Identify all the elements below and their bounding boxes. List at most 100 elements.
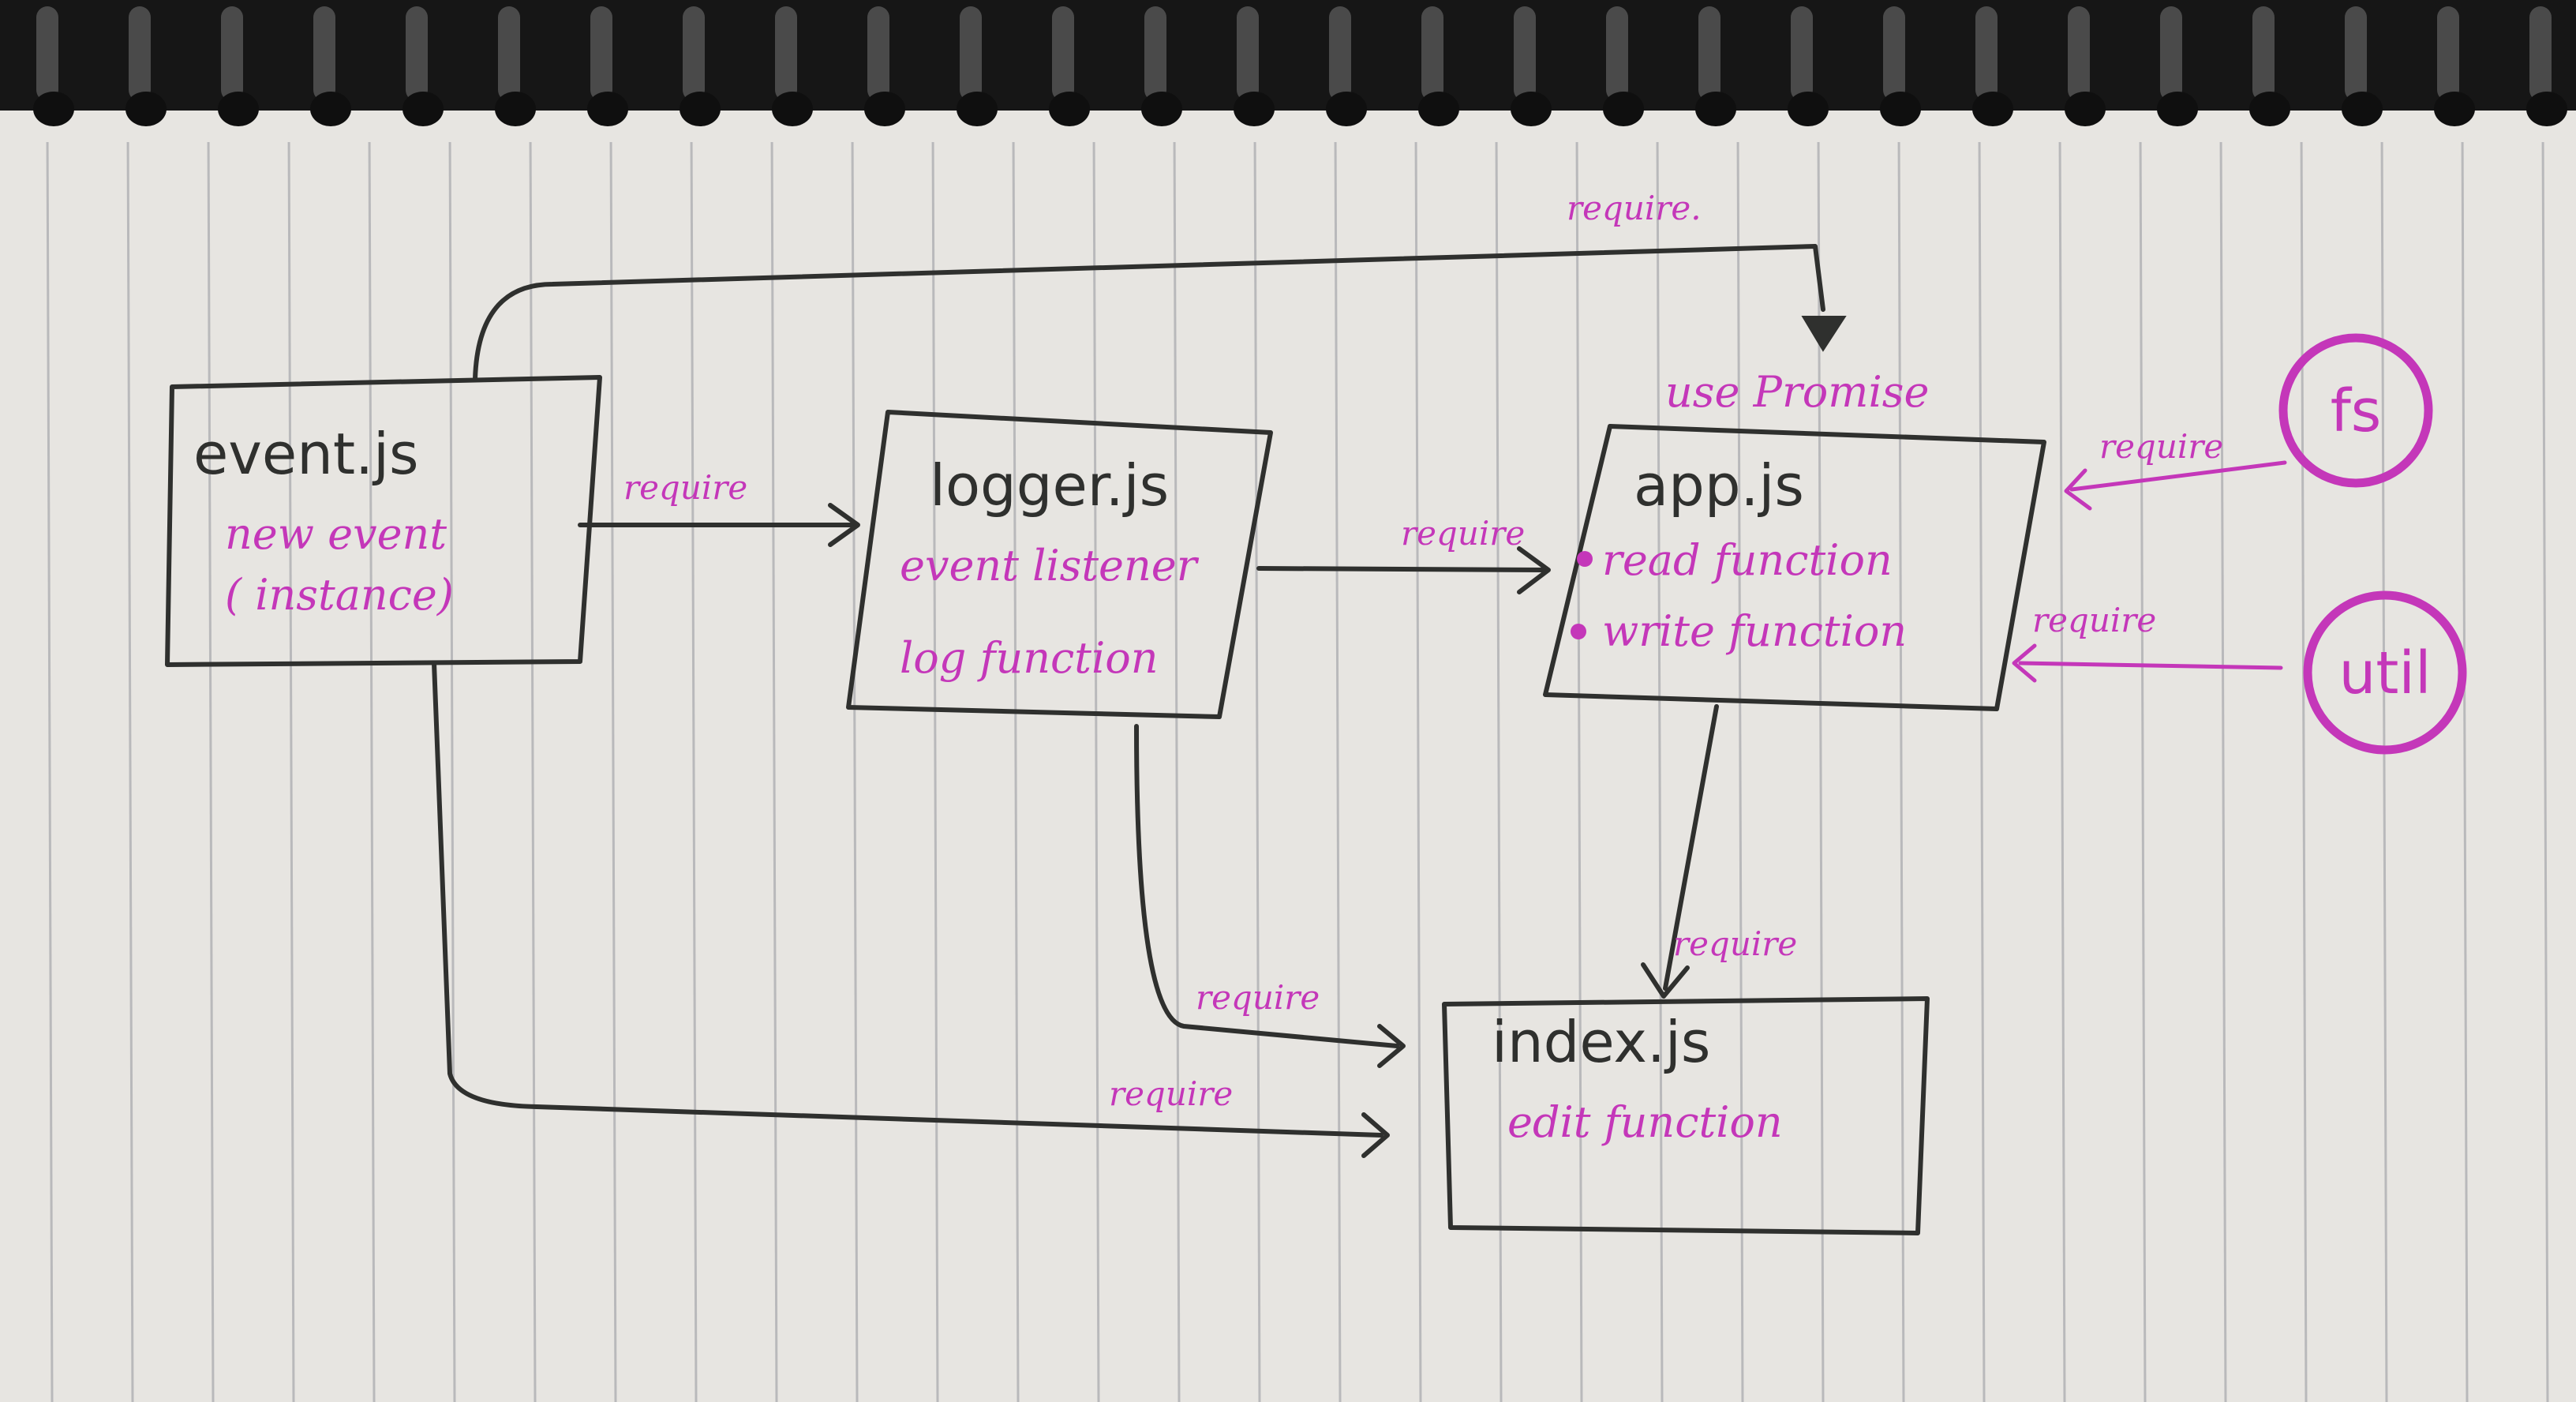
binding-strip (0, 0, 2576, 111)
punch-hole (33, 92, 74, 126)
punch-hole (2342, 92, 2383, 126)
spiral-ring (2160, 6, 2182, 101)
node-util: util (2303, 590, 2467, 755)
punch-hole (587, 92, 628, 126)
edge-label-app-index: require (1673, 924, 1797, 963)
ruling-line (1173, 126, 1181, 1402)
spiral-ring (129, 6, 151, 101)
bullet-icon (1577, 551, 1593, 567)
spiral-ring (1514, 6, 1536, 101)
punch-hole (2157, 92, 2198, 126)
punch-hole (2249, 92, 2290, 126)
connector-logger-to-index (1134, 724, 1406, 1068)
bullet-icon (1571, 624, 1586, 639)
connector-event-to-app (473, 244, 1847, 381)
spiral-ring (683, 6, 705, 101)
edge-label-logger-app: require (1401, 514, 1525, 553)
punch-hole (218, 92, 259, 126)
ruling-line (1012, 126, 1020, 1402)
punch-hole (1141, 92, 1182, 126)
spiral-ring (2068, 6, 2090, 101)
punch-hole (957, 92, 998, 126)
spiral-ring (221, 6, 243, 101)
spiral-binding (33, 6, 2567, 126)
node-index-js: index.js edit function (1442, 996, 1930, 1235)
node-app-header-note: use Promise (1665, 367, 1929, 417)
punch-hole (1234, 92, 1275, 126)
spiral-ring (2437, 6, 2459, 101)
ruling-line (1575, 126, 1583, 1402)
ruling-line (126, 126, 134, 1402)
punch-hole (2434, 92, 2475, 126)
punch-hole (772, 92, 813, 126)
punch-hole (1603, 92, 1644, 126)
spiral-ring (775, 6, 797, 101)
node-app-note-2: write function (1602, 606, 1907, 656)
spiral-ring (1052, 6, 1074, 101)
node-app-title: app.js (1634, 452, 1804, 519)
edge-label-logger-index: require (1196, 978, 1320, 1017)
connector-logger-to-app (1256, 546, 1551, 594)
edge-label-event-index: require (1109, 1074, 1233, 1113)
ruling-line (2380, 126, 2388, 1402)
node-event-note-2: ( instance) (225, 570, 454, 620)
punch-hole (310, 92, 351, 126)
spiral-ring (1883, 6, 1905, 101)
edge-label-event-logger: require (623, 468, 747, 507)
node-index-note-1: edit function (1507, 1097, 1783, 1147)
spiral-ring (867, 6, 889, 101)
spiral-ring (590, 6, 612, 101)
node-logger-title: logger.js (930, 452, 1169, 519)
spiral-ring (1329, 6, 1351, 101)
punch-hole (1972, 92, 2013, 126)
spiral-ring (2345, 6, 2367, 101)
edge-label-event-app: require. (1567, 189, 1702, 227)
punch-hole (680, 92, 721, 126)
node-util-title: util (2338, 639, 2431, 707)
ruling-line (448, 126, 456, 1402)
node-fs-title: fs (2331, 377, 2382, 445)
edge-label-util-app: require (2032, 601, 2156, 639)
ruling-line (529, 126, 537, 1402)
spiral-ring (1975, 6, 1998, 101)
spiral-ring (1237, 6, 1259, 101)
punch-hole (2065, 92, 2106, 126)
ruling-line (1334, 126, 1342, 1402)
spiral-ring (36, 6, 58, 101)
spiral-ring (1791, 6, 1813, 101)
spiral-ring (313, 6, 335, 101)
ruling-line (2300, 126, 2308, 1402)
punch-hole (402, 92, 444, 126)
node-event-js: event.js new event ( instance) (165, 375, 602, 667)
connector-event-to-index (432, 661, 1390, 1158)
ruling-line (2461, 126, 2469, 1402)
connector-app-to-index (1641, 704, 1719, 999)
ruling-line (1253, 126, 1261, 1402)
edge-label-fs-app: require (2099, 427, 2223, 466)
node-event-title: event.js (193, 421, 418, 487)
connector-fs-to-app (2064, 460, 2287, 511)
ruling-line (1736, 126, 1744, 1402)
punch-hole (1695, 92, 1736, 126)
ruling-line (2541, 126, 2549, 1402)
spiral-ring (406, 6, 428, 101)
ruling-line (851, 126, 859, 1402)
connector-event-to-logger (578, 503, 860, 547)
spiral-ring (1606, 6, 1628, 101)
spiral-ring (2529, 6, 2552, 101)
ruling-line (1092, 126, 1100, 1402)
punch-hole (125, 92, 167, 126)
punch-hole (1511, 92, 1552, 126)
ruling-line (1656, 126, 1664, 1402)
spiral-ring (960, 6, 982, 101)
ruling-line (287, 126, 295, 1402)
punch-hole (1326, 92, 1367, 126)
ruling-line (1978, 126, 1986, 1402)
spiral-ring (1698, 6, 1720, 101)
ruling-line (46, 126, 54, 1402)
ruling-line (368, 126, 376, 1402)
node-event-note-1: new event (225, 509, 447, 559)
punch-hole (1880, 92, 1921, 126)
node-logger-note-2: log function (900, 633, 1159, 683)
